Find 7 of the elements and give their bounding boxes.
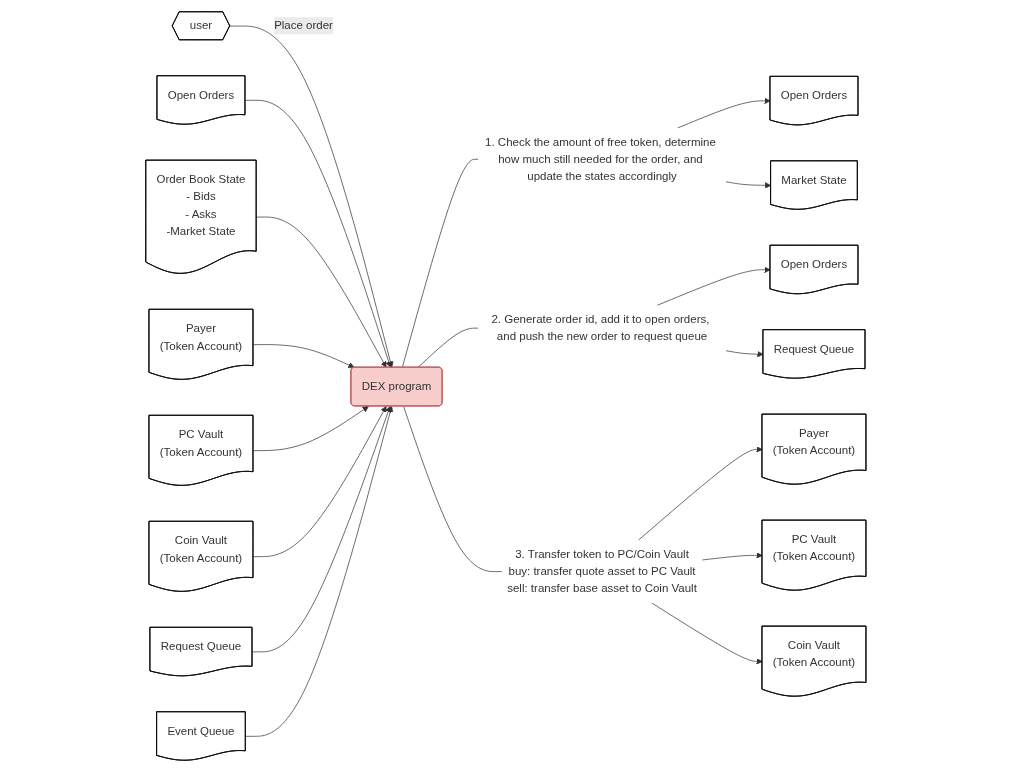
node-text: 3. Transfer token to PC/Coin Vault buy: transfer quote asset to PC Vault sell: transfer base asset to Coin Vault: [506, 547, 697, 595]
node-text: 2. Generate order id, add it to open orders, and push the new order to request queue: [491, 312, 710, 343]
connector: [402, 405, 502, 572]
node-text: 1. Check the amount of free token, determine how much still needed for the order, and update the states accordingly: [484, 135, 716, 182]
connector: [417, 327, 479, 368]
connector: [401, 158, 479, 368]
edge-label: Place order: [273, 18, 333, 32]
